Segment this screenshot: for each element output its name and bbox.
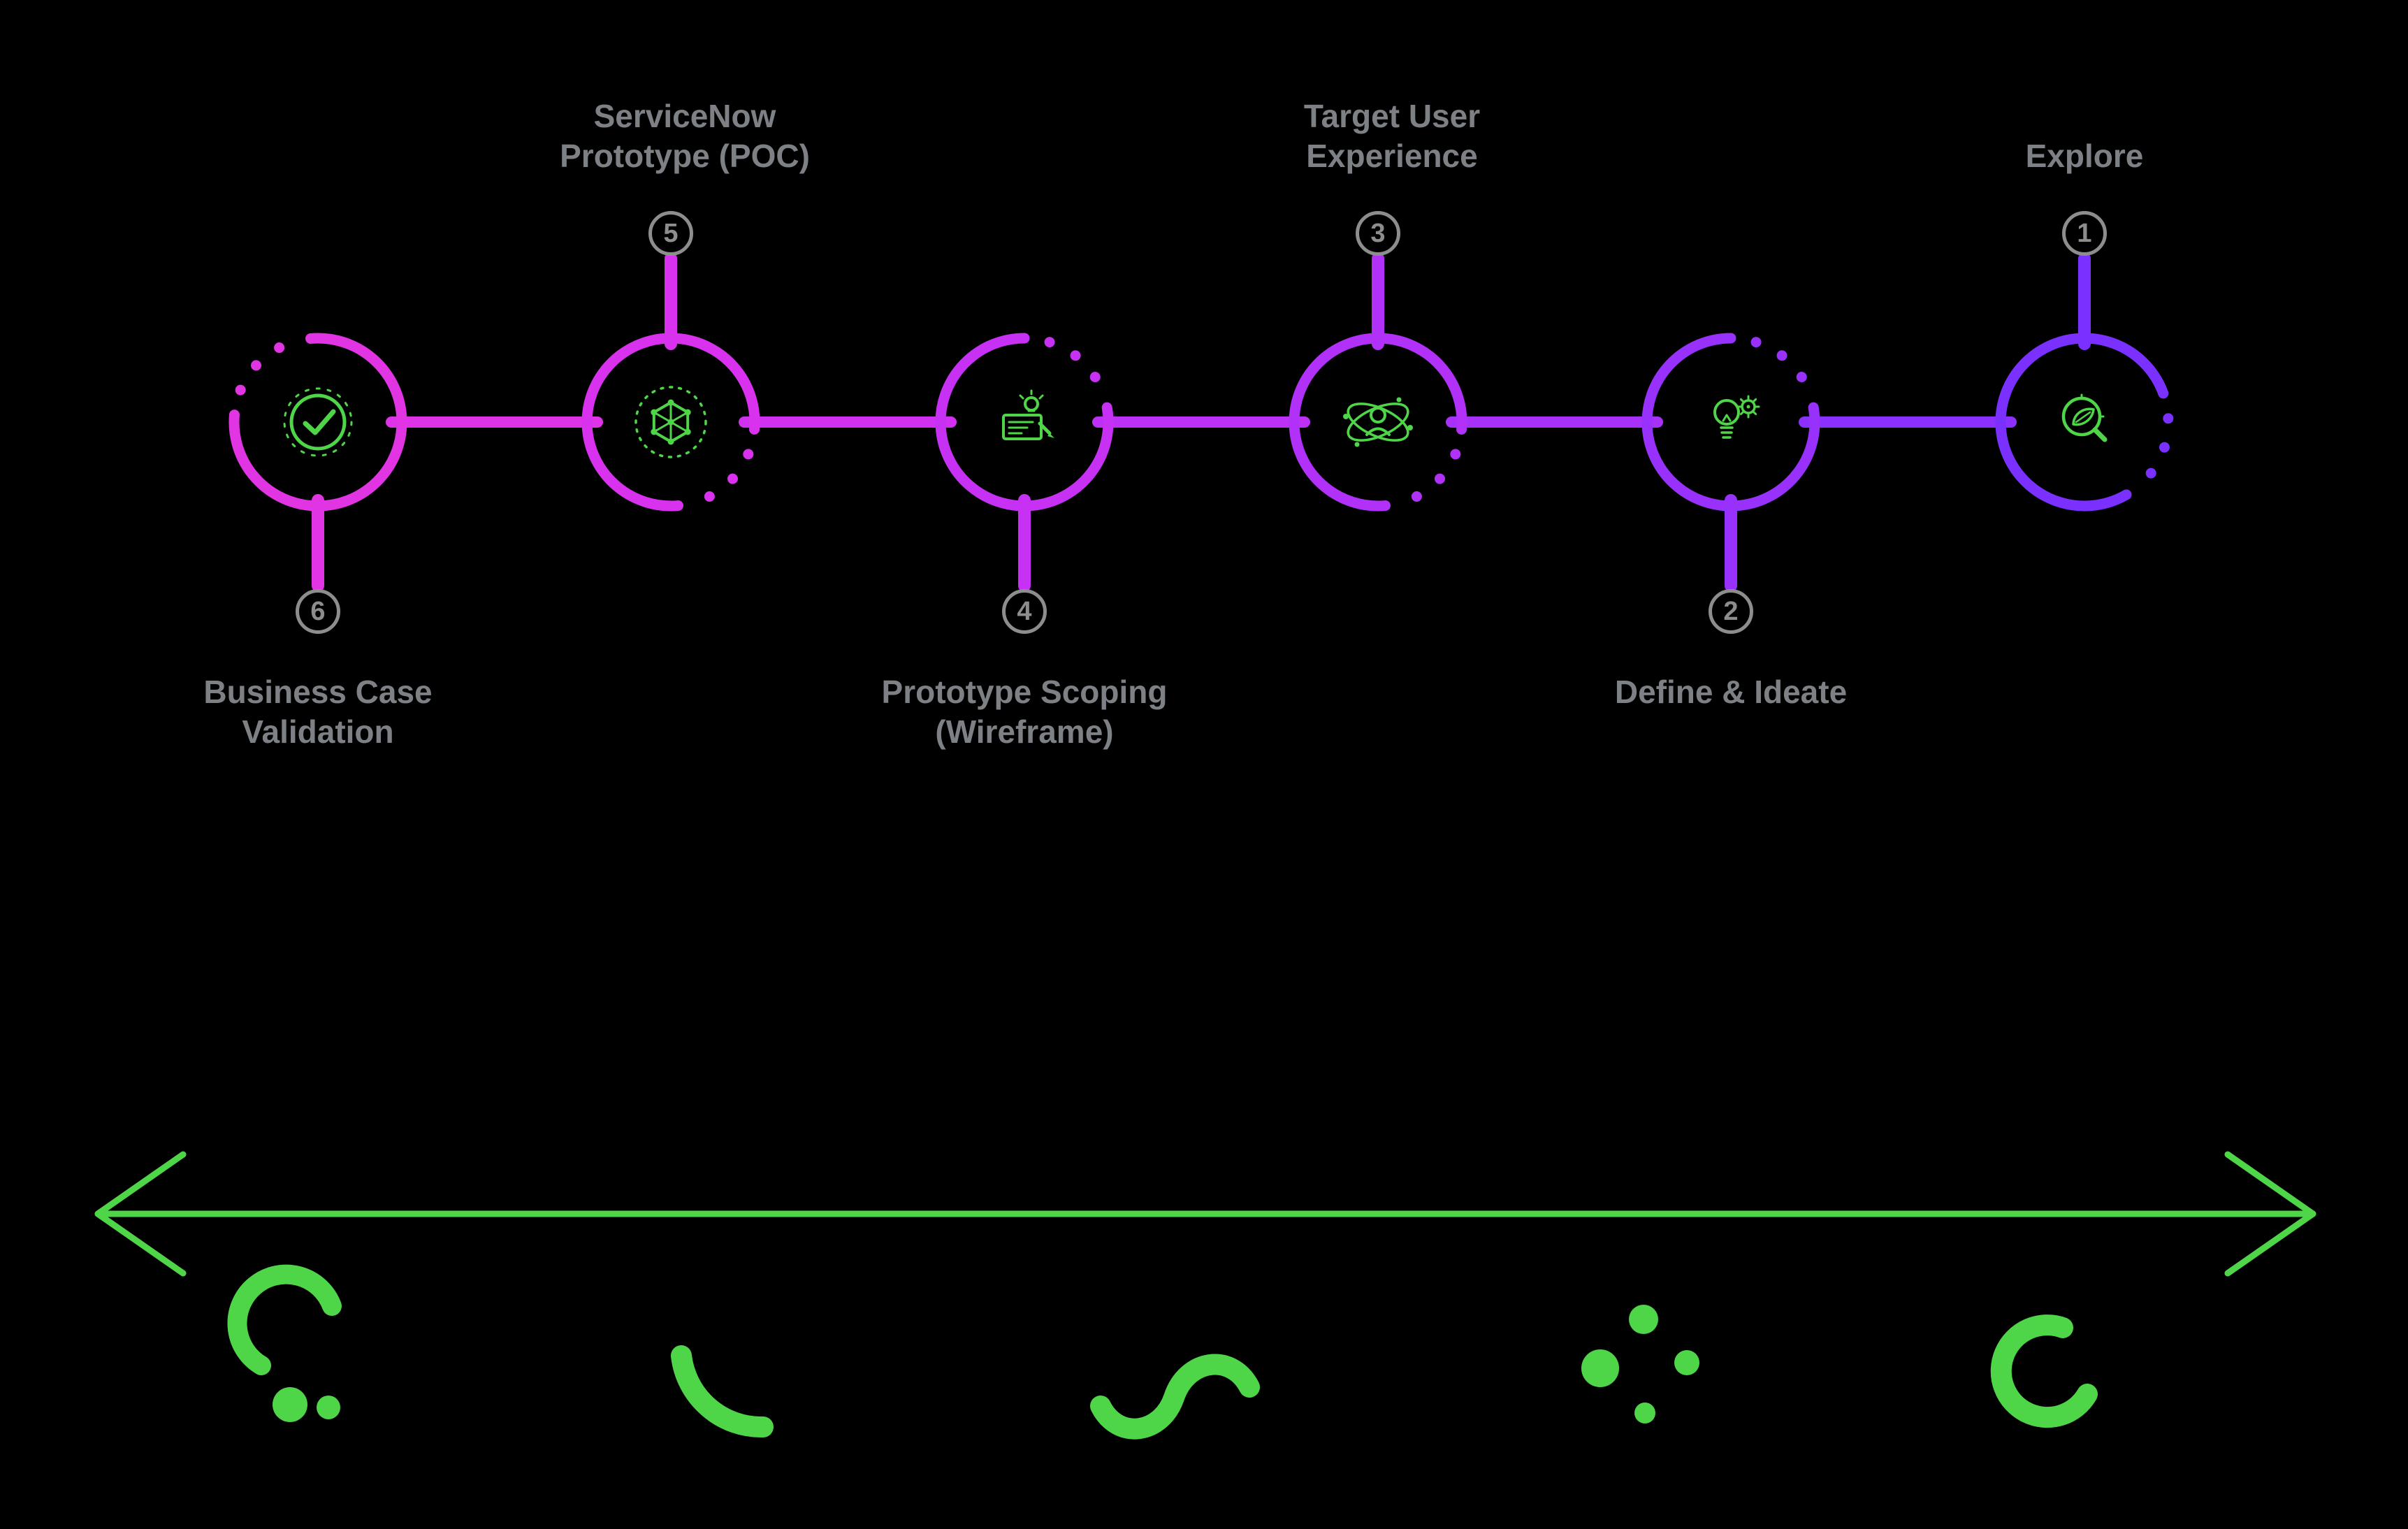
crescent-arc-glyph [1990,1314,2098,1428]
step-1-number: 1 [2062,211,2107,256]
lightbulb-gear-icon [1713,395,1760,439]
step-6-label: Business Case Validation [203,674,433,750]
timeline-arrow [94,1151,2316,1277]
ring-step-6 [227,331,409,513]
network-cube-icon [634,386,707,458]
step-3-label: Target User Experience [1303,98,1481,174]
user-orbit-icon [1343,397,1413,447]
swoosh-arc-glyph [671,1345,774,1438]
step-5-label: ServiceNow Prototype (POC) [560,98,810,174]
arrowhead-right [2224,1151,2316,1277]
arc-with-dots-glyph [227,1264,342,1422]
step-2-number: 2 [1709,589,1753,634]
wireframe-blueprint-icon [1002,389,1054,440]
step-5-number: 5 [648,211,693,256]
step-3-number: 3 [1356,211,1400,256]
step-2-label: Define & Ideate [1614,674,1848,710]
step-1-label: Explore [2025,138,2144,174]
number-stubs [312,252,2091,592]
s-curve-glyph [1090,1354,1260,1440]
step-4-number: 4 [1002,589,1047,634]
decor-glyphs [227,1264,2098,1440]
step-4-label: Prototype Scoping (Wireframe) [881,674,1168,750]
step-6-number: 6 [296,589,340,634]
explore-magnifier-icon [2061,393,2108,442]
arrowhead-left [94,1151,187,1277]
dot-cluster-glyph [1581,1305,1699,1423]
check-circle-icon [283,387,353,457]
